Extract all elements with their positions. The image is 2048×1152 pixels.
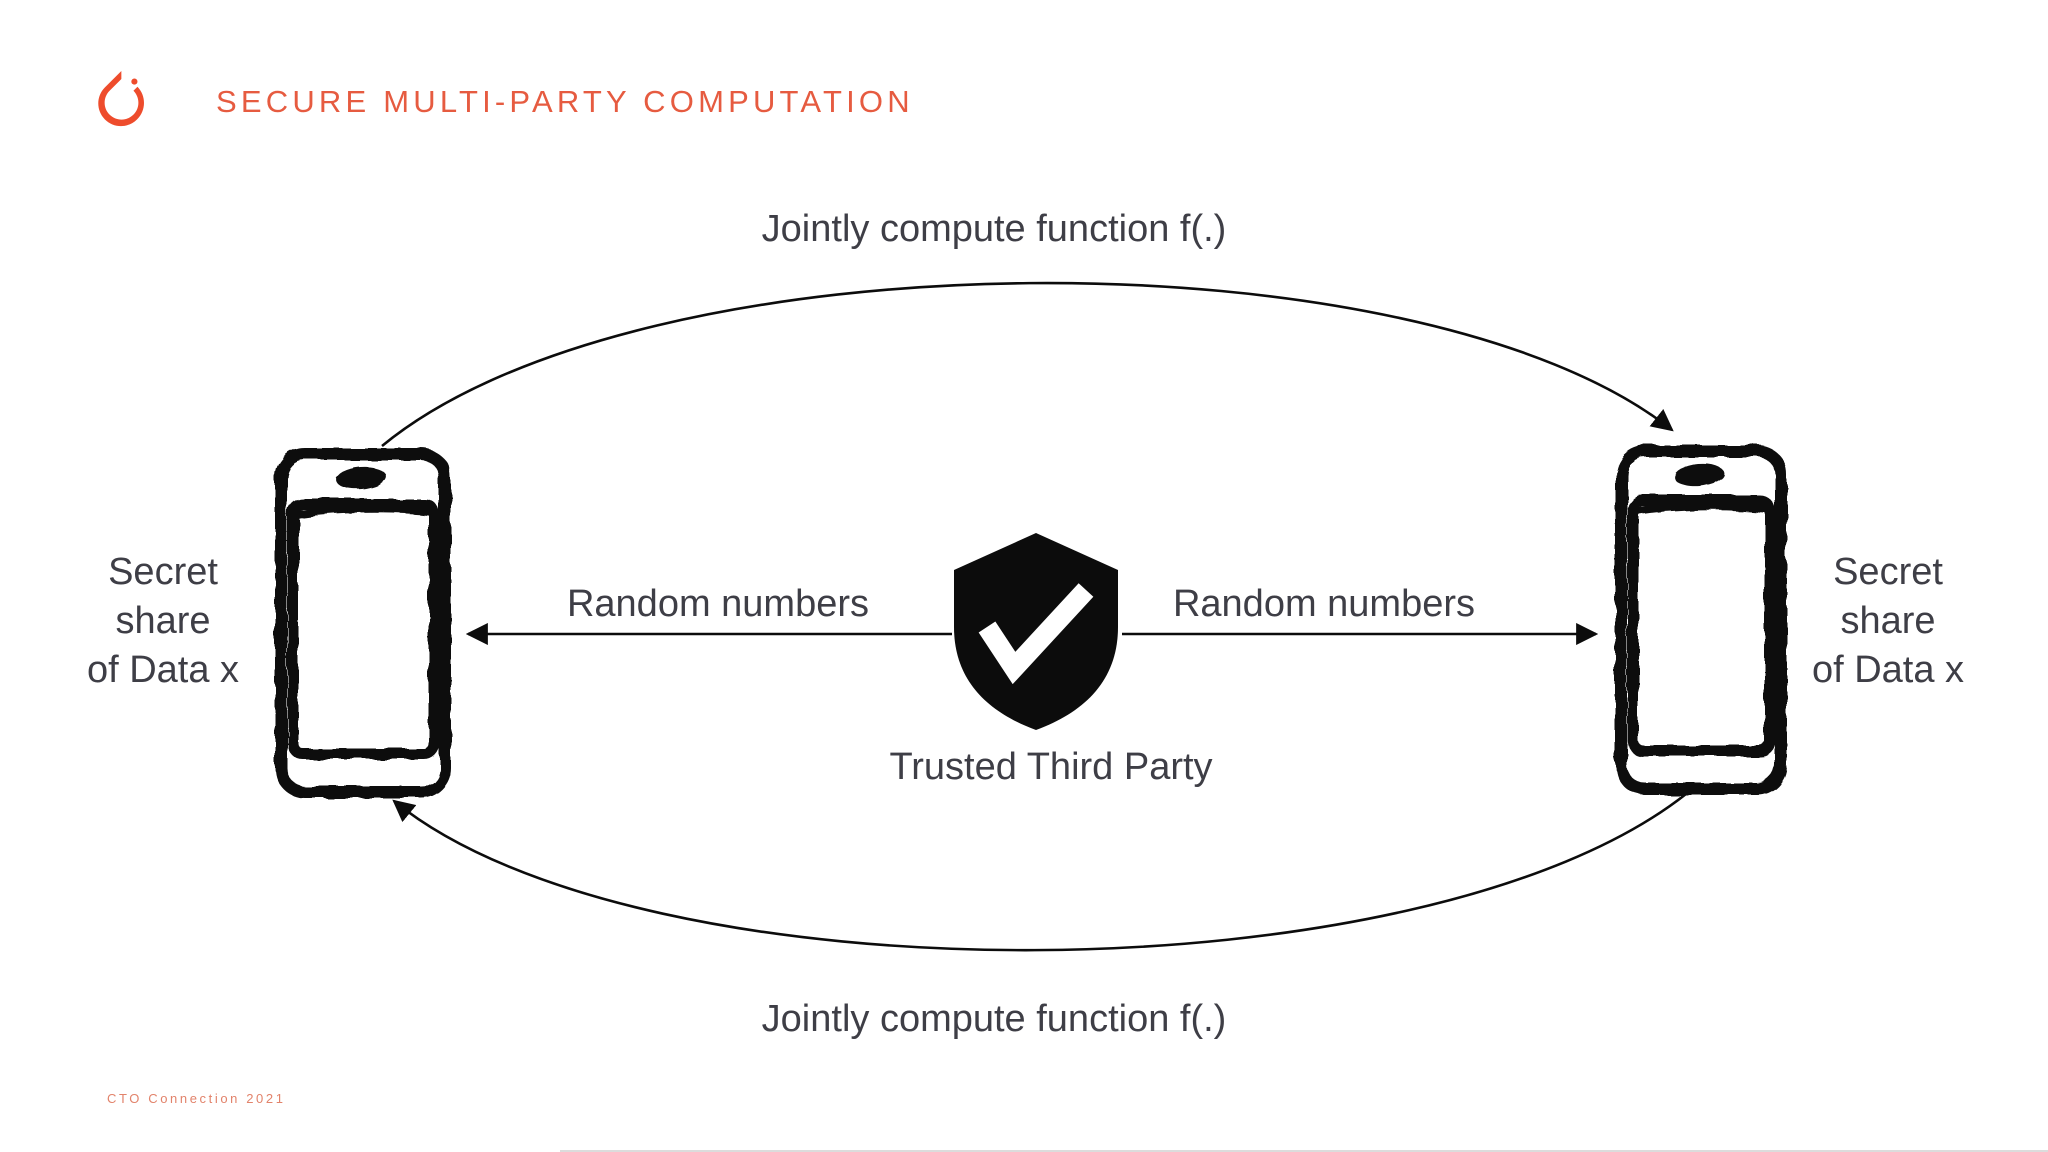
top-flow-label: Jointly compute function f(.) (761, 208, 1227, 250)
bottom-edge-line (560, 1150, 2048, 1152)
left-party-caption: Secret share of Data x (86, 551, 240, 691)
pytorch-flame-icon (98, 70, 144, 127)
footer-credit: CTO Connection 2021 (107, 1091, 286, 1106)
trusted-party-label: Trusted Third Party (889, 746, 1213, 788)
bottom-flow-label: Jointly compute function f(.) (761, 998, 1227, 1040)
phone-icon (1615, 445, 1787, 795)
shield-check-icon (954, 533, 1118, 730)
slide-title: SECURE MULTI-PARTY COMPUTATION (216, 84, 914, 119)
left-random-label: Random numbers (566, 583, 870, 625)
top-flow-arrow (381, 281, 1674, 448)
right-party-caption: Secret share of Data x (1811, 551, 1965, 691)
right-random-label: Random numbers (1172, 583, 1476, 625)
phone-icon (275, 448, 451, 798)
bottom-flow-arrow (392, 792, 1687, 952)
